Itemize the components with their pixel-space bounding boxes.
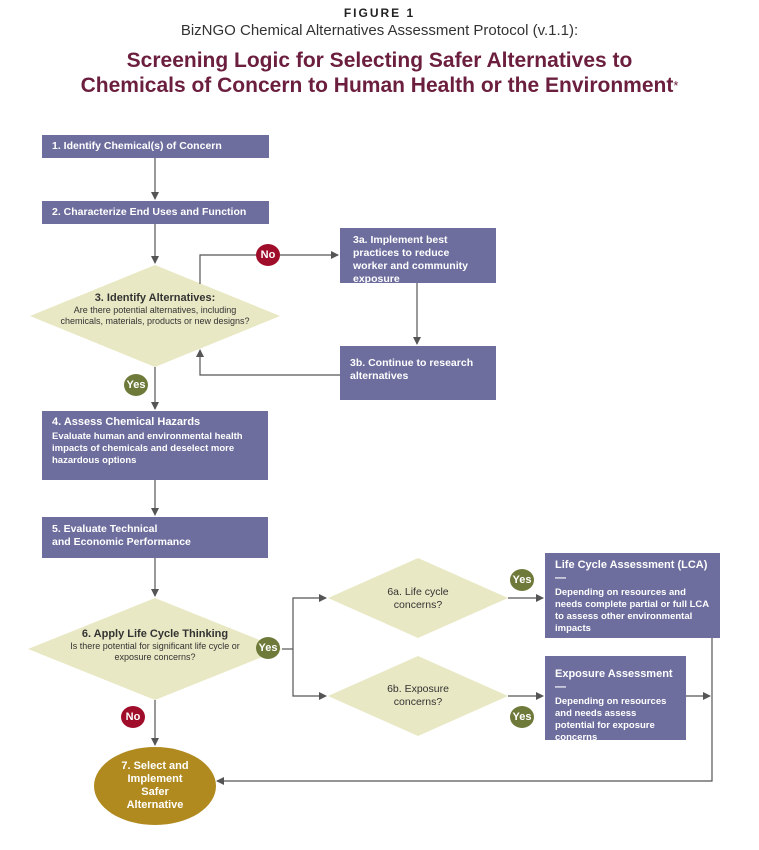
step-6-title: 6. Apply Life Cycle Thinking xyxy=(81,628,229,640)
step-6-text: 6. Apply Life Cycle Thinking Is there po… xyxy=(55,629,255,663)
step-6b-text: 6b. Exposure concerns? xyxy=(375,683,461,709)
no-badge-step-6: No xyxy=(121,706,145,728)
step-3b-box: 3b. Continue to research alternatives xyxy=(340,346,496,400)
step-3b-label: 3b. Continue to research alternatives xyxy=(350,357,474,382)
diamond-step-6 xyxy=(28,598,282,700)
step-3-text: 3. Identify Alternatives: Are there pote… xyxy=(60,293,250,327)
diamond-step-3 xyxy=(30,265,280,367)
arrow-lca-to-7 xyxy=(216,638,713,785)
arrow-6-to-6a xyxy=(292,594,327,649)
yes-badge-step-6b: Yes xyxy=(510,706,534,728)
step-5-line-1: 5. Evaluate Technical xyxy=(52,523,158,535)
yes-badge-step-6a: Yes xyxy=(510,569,534,591)
step-2-label: 2. Characterize End Uses and Function xyxy=(52,206,247,218)
diamond-step-6b xyxy=(328,656,508,736)
yes-badge-step-6: Yes xyxy=(256,637,280,659)
step-7-label: 7. Select and Implement Safer Alternativ… xyxy=(121,760,189,811)
step-3a-label: 3a. Implement best practices to reduce w… xyxy=(353,234,468,285)
arrow-3-no-to-3a xyxy=(199,251,339,284)
step-2-box: 2. Characterize End Uses and Function xyxy=(42,201,269,224)
step-6a-text: 6a. Life cycle concerns? xyxy=(378,586,458,612)
step-1-box: 1. Identify Chemical(s) of Concern xyxy=(42,135,269,158)
figure-label: FIGURE 1 xyxy=(343,6,416,20)
step-6b-label: 6b. Exposure concerns? xyxy=(387,683,449,708)
no-badge-step-3: No xyxy=(256,244,280,266)
title-line-1: Screening Logic for Selecting Safer Alte… xyxy=(126,49,633,72)
step-5-box: 5. Evaluate Technical and Economic Perfo… xyxy=(42,517,268,558)
diagram-subtitle: BizNGO Chemical Alternatives Assessment … xyxy=(180,22,579,39)
exposure-title: Exposure Assessment — xyxy=(555,668,673,693)
arrow-6-to-6b xyxy=(292,649,327,700)
title-footnote-mark: * xyxy=(673,78,679,93)
step-5-line-2: and Economic Performance xyxy=(52,536,191,548)
step-7-oval: 7. Select and Implement Safer Alternativ… xyxy=(94,747,216,825)
step-3a-box: 3a. Implement best practices to reduce w… xyxy=(340,228,496,285)
step-4-box: 4. Assess Chemical Hazards Evaluate huma… xyxy=(42,411,268,480)
step-1-label: 1. Identify Chemical(s) of Concern xyxy=(52,140,222,152)
yes-badge-step-3: Yes xyxy=(124,374,148,396)
step-6-body: Is there potential for significant life … xyxy=(70,641,240,662)
exposure-body: Depending on resources and needs assess … xyxy=(555,696,667,743)
arrow-3b-to-3 xyxy=(196,349,340,376)
diagram-title: Screening Logic for Selecting Safer Alte… xyxy=(0,48,759,98)
step-6a-label: 6a. Life cycle concerns? xyxy=(387,586,449,611)
lca-body: Depending on resources and needs complet… xyxy=(555,587,709,634)
lca-title: Life Cycle Assessment (LCA)— xyxy=(555,559,708,584)
step-3-body: Are there potential alternatives, includ… xyxy=(60,305,250,326)
exposure-box: Exposure Assessment — Depending on resou… xyxy=(545,656,686,743)
step-3-title: 3. Identify Alternatives: xyxy=(94,292,216,304)
diamond-step-6a xyxy=(328,558,508,638)
lca-box: Life Cycle Assessment (LCA)— Depending o… xyxy=(545,553,720,638)
step-4-body: Evaluate human and environmental health … xyxy=(52,431,243,466)
title-line-2: Chemicals of Concern to Human Health or … xyxy=(80,74,674,97)
step-4-title: 4. Assess Chemical Hazards xyxy=(52,416,201,428)
